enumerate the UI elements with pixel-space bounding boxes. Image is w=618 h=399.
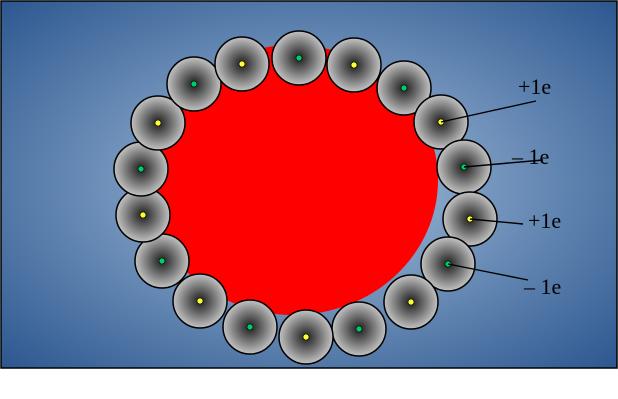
negative-charge-dot	[239, 61, 245, 67]
negative-charge-dot	[155, 120, 161, 126]
positive-charge-dot	[159, 258, 165, 264]
charge-label-positive-2: +1e	[528, 208, 561, 233]
positive-charge-dot	[356, 326, 362, 332]
charge-label-negative-1: – 1e	[511, 144, 549, 169]
charge-label-positive-1: +1e	[518, 74, 551, 99]
negative-charge-dot	[303, 334, 309, 340]
charge-label-negative-2: – 1e	[523, 274, 561, 299]
positive-charge-dot	[138, 166, 144, 172]
negative-charge-dot	[197, 298, 203, 304]
positive-charge-dot	[247, 324, 253, 330]
negative-charge-dot	[140, 212, 146, 218]
negative-charge-dot	[351, 62, 357, 68]
positive-charge-dot	[191, 81, 197, 87]
positive-charge-dot	[296, 55, 302, 61]
negative-charge-dot	[408, 299, 414, 305]
positive-charge-dot	[401, 85, 407, 91]
